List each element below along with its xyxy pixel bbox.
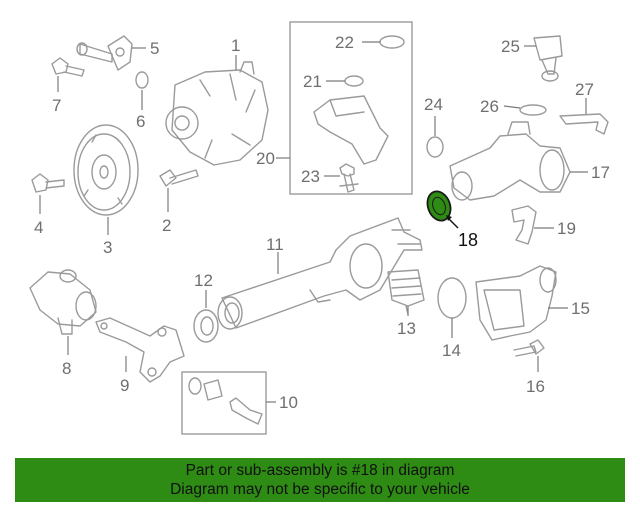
part-oring-24 <box>426 136 444 158</box>
callout-9: 9 <box>120 376 129 395</box>
part-flange-5 <box>76 35 133 71</box>
part-kit-10 <box>188 377 263 425</box>
callout-26: 26 <box>480 97 499 116</box>
callout-5: 5 <box>150 39 159 58</box>
callout-19: 19 <box>557 219 576 238</box>
part-water-pump <box>165 61 269 166</box>
part-seal-12 <box>193 309 219 343</box>
part-clip-19 <box>511 205 537 245</box>
callout-23: 23 <box>301 167 320 186</box>
callout-4: 4 <box>34 218 43 237</box>
part-oring-22 <box>379 35 405 49</box>
callout-10: 10 <box>279 393 298 412</box>
callout-24: 24 <box>424 95 443 114</box>
part-bolt-2 <box>159 169 199 187</box>
fitment-notice-banner: Part or sub-assembly is #18 in diagram D… <box>15 458 625 502</box>
part-gasket-27 <box>559 113 609 135</box>
part-thermostat-13 <box>387 269 425 315</box>
callout-18: 18 <box>458 230 478 250</box>
part-housing-15 <box>475 265 557 341</box>
part-housing-insert <box>313 95 389 165</box>
callout-1: 1 <box>231 36 240 55</box>
part-oring-26 <box>519 104 547 116</box>
callout-12: 12 <box>194 271 213 290</box>
callout-17: 17 <box>591 163 610 182</box>
callout-20: 20 <box>256 149 275 168</box>
callout-2: 2 <box>162 216 171 235</box>
callout-8: 8 <box>62 359 71 378</box>
callout-13: 13 <box>397 319 416 338</box>
parts-diagram: 1 3 2 4 5 6 7 <box>29 21 610 435</box>
part-bolt-16 <box>513 339 545 357</box>
part-coolant-pipe-11 <box>217 217 423 330</box>
part-oring-6 <box>135 71 149 89</box>
part-gasket-18-highlighted[interactable] <box>424 188 455 224</box>
callout-15: 15 <box>571 299 590 318</box>
part-oring-14 <box>437 277 467 319</box>
callout-3: 3 <box>103 238 112 257</box>
part-bolt-7 <box>51 57 85 77</box>
callout-7: 7 <box>52 96 61 115</box>
part-bolt-23 <box>339 163 359 193</box>
part-oring-21 <box>344 75 364 87</box>
part-bolt-4 <box>31 173 65 193</box>
banner-line-2: Diagram may not be specific to your vehi… <box>170 481 470 498</box>
part-sensor-25 <box>533 35 563 82</box>
part-bracket-9 <box>95 317 185 383</box>
callout-11: 11 <box>266 235 284 254</box>
callout-21: 21 <box>303 72 322 91</box>
banner-line-1: Part or sub-assembly is #18 in diagram <box>185 462 455 479</box>
kit-box-20 <box>289 21 413 195</box>
callout-25: 25 <box>501 37 520 56</box>
callout-16: 16 <box>526 377 545 396</box>
part-coolant-flange-17 <box>449 121 571 201</box>
kit-box-10 <box>181 371 267 435</box>
callout-22: 22 <box>335 33 354 52</box>
callout-14: 14 <box>442 341 461 360</box>
callout-27: 27 <box>575 80 594 99</box>
callout-6: 6 <box>136 112 145 131</box>
part-thermostat-8 <box>29 269 97 335</box>
part-pulley <box>73 124 139 216</box>
